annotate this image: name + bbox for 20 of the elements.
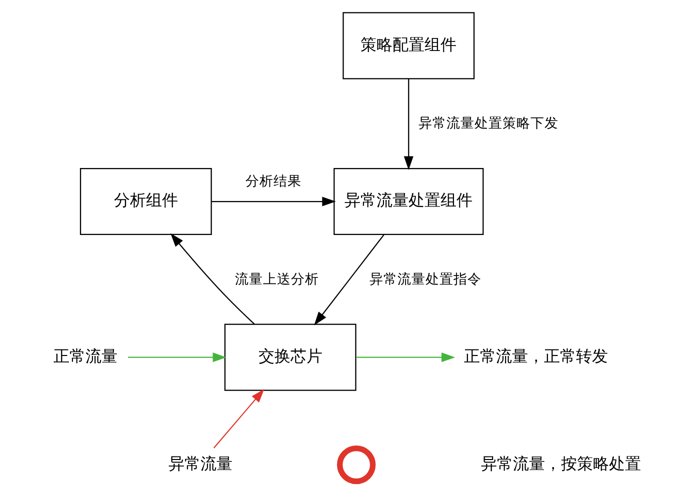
arrow: [403, 79, 413, 170]
arrow: [314, 234, 384, 326]
node-box: 交换芯片: [224, 324, 356, 391]
arrow: [212, 389, 264, 448]
node-box: 策略配置组件: [342, 12, 474, 80]
edge-label: 异常流量处置策略下发: [418, 116, 558, 132]
label: 异常流量，按策略处置: [480, 454, 641, 474]
node-text: 正常流量: [53, 346, 118, 366]
node-circle: [336, 445, 376, 484]
node-box: 异常流量处置组件: [333, 168, 484, 236]
edge-label: 异常流量处置指令: [368, 272, 481, 288]
node-box: 分析组件: [79, 168, 212, 236]
node-text: 异常流量: [168, 454, 232, 474]
arrow: [211, 196, 336, 206]
node-text: 正常流量，正常转发: [464, 346, 608, 366]
arrow: [170, 233, 254, 324]
arrow: [128, 352, 226, 362]
arrow: [356, 352, 455, 362]
edge-label: 流量上送分析: [234, 272, 319, 288]
edge-label: 分析结果: [244, 174, 301, 190]
